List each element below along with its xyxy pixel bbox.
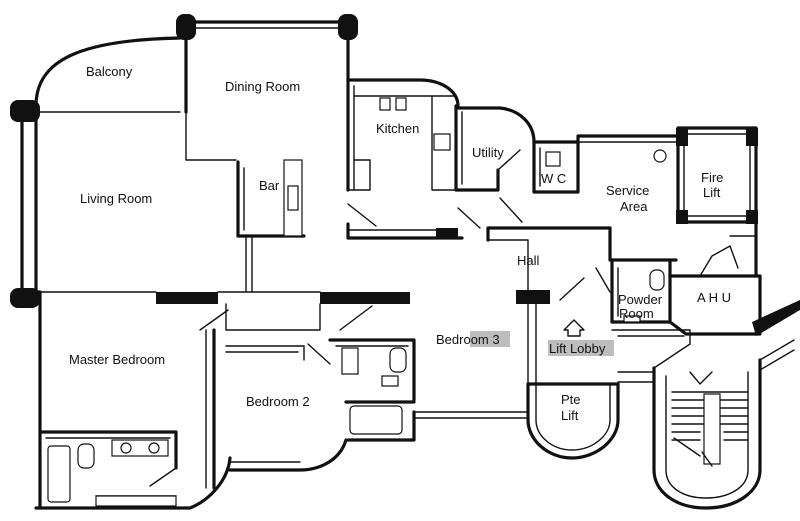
label-service-area-1: Service	[606, 183, 649, 198]
label-bar: Bar	[259, 178, 280, 193]
label-kitchen: Kitchen	[376, 121, 419, 136]
label-master-bedroom: Master Bedroom	[69, 352, 165, 367]
label-wc: W C	[541, 171, 566, 186]
lift-lobby-highlight	[548, 340, 614, 356]
label-fire-lift-2: Lift	[703, 185, 721, 200]
label-lift-lobby: Lift Lobby	[549, 341, 606, 356]
label-living-room: Living Room	[80, 191, 152, 206]
label-ahu: A H U	[697, 290, 731, 305]
label-bedroom-2: Bedroom 2	[246, 394, 310, 409]
label-balcony: Balcony	[86, 64, 133, 79]
interior-walls	[35, 78, 800, 507]
label-powder-room-1: Powder	[618, 292, 663, 307]
bedroom-3-highlight	[470, 331, 510, 347]
label-service-area-2: Area	[620, 199, 648, 214]
lift-lobby-arrow-icon	[563, 319, 585, 337]
label-pte-lift-2: Lift	[561, 408, 579, 423]
label-dining-room: Dining Room	[225, 79, 300, 94]
staircase	[671, 371, 749, 467]
label-pte-lift-1: Pte	[561, 392, 581, 407]
label-powder-room-2: Room	[619, 306, 654, 321]
label-utility: Utility	[472, 145, 504, 160]
outer-walls	[20, 20, 795, 510]
label-hall: Hall	[517, 253, 540, 268]
room-labels: Balcony Dining Room Kitchen Utility W C …	[69, 64, 731, 423]
label-bedroom-3: Bedroom 3	[436, 332, 500, 347]
wall-blocks	[10, 14, 758, 308]
label-fire-lift-1: Fire	[701, 170, 723, 185]
